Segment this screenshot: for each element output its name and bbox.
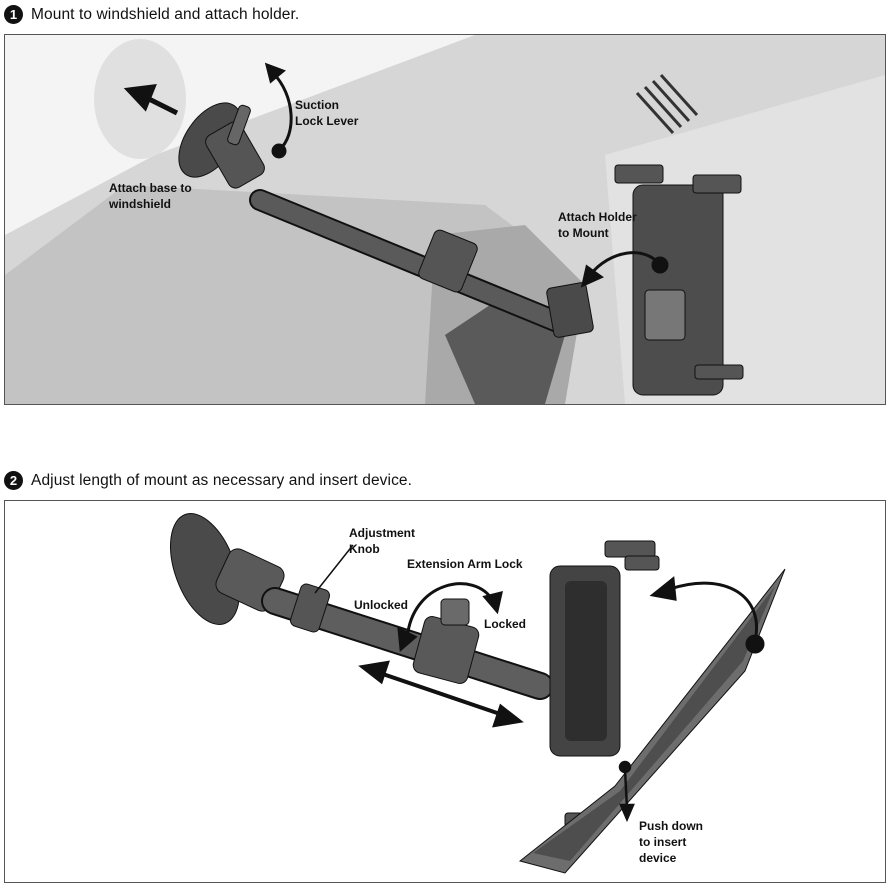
callout-text: Attach Holder xyxy=(558,210,637,224)
step-2-illustration: Adjustment Knob Extension Arm Lock Unloc… xyxy=(4,500,886,883)
step-1-illustration: Suction Lock Lever Attach base to windsh… xyxy=(4,34,886,405)
step-2-title: Adjust length of mount as necessary and … xyxy=(31,471,413,489)
dashboard-surface xyxy=(5,185,525,404)
callout-text: to Mount xyxy=(558,226,609,240)
tablet-device xyxy=(518,568,786,874)
callout-text: Attach base to xyxy=(109,181,192,195)
callout-unlocked: Unlocked xyxy=(354,598,409,612)
insert-device-arrow xyxy=(649,576,765,654)
arm-lock-lever xyxy=(440,598,470,626)
step-2-number: 2 xyxy=(4,471,23,490)
adjustment-knob xyxy=(289,583,331,633)
callout-text: windshield xyxy=(109,197,172,211)
arrow-to-windshield xyxy=(123,83,179,116)
step-1-number: 1 xyxy=(4,5,23,24)
callout-attach-holder: Attach Holder to Mount xyxy=(558,209,637,241)
callout-push-down: Push down to insert device xyxy=(639,818,703,866)
step-1-title: Mount to windshield and attach holder. xyxy=(31,5,300,23)
arrow-lock-lever xyxy=(264,62,293,159)
callout-text: device xyxy=(639,851,677,865)
tablet-holder xyxy=(614,164,744,396)
ball-joint xyxy=(546,282,594,338)
arm-lock-collar xyxy=(418,229,478,293)
callout-text: to insert xyxy=(639,835,687,849)
callout-adjustment-knob: Adjustment Knob xyxy=(349,525,415,557)
callout-text: Lock Lever xyxy=(295,114,359,128)
knob-leader-line xyxy=(314,544,354,594)
arrow-attach-holder xyxy=(580,251,669,288)
suction-base xyxy=(205,121,265,189)
callout-text: Adjustment xyxy=(349,526,415,540)
step-1-drawing xyxy=(5,35,885,404)
step-1-heading: 1 Mount to windshield and attach holder. xyxy=(4,5,299,24)
callout-text: Knob xyxy=(349,542,380,556)
callout-extension-arm-lock: Extension Arm Lock xyxy=(407,557,523,571)
suction-lever xyxy=(227,104,251,146)
lock-rotation-arrow xyxy=(397,582,503,653)
speaker-grille xyxy=(635,73,699,135)
callout-text: Suction xyxy=(295,98,339,112)
callout-text: Push down xyxy=(639,819,703,833)
step-2-heading: 2 Adjust length of mount as necessary an… xyxy=(4,471,412,490)
callout-attach-base: Attach base to windshield xyxy=(109,180,192,212)
extension-arrow xyxy=(358,660,524,728)
push-down-arrow xyxy=(618,760,635,823)
callout-suction-lock-lever: Suction Lock Lever xyxy=(295,97,358,129)
callout-locked: Locked xyxy=(484,617,527,631)
step-2-drawing xyxy=(170,513,786,874)
mount-arm xyxy=(251,191,574,334)
